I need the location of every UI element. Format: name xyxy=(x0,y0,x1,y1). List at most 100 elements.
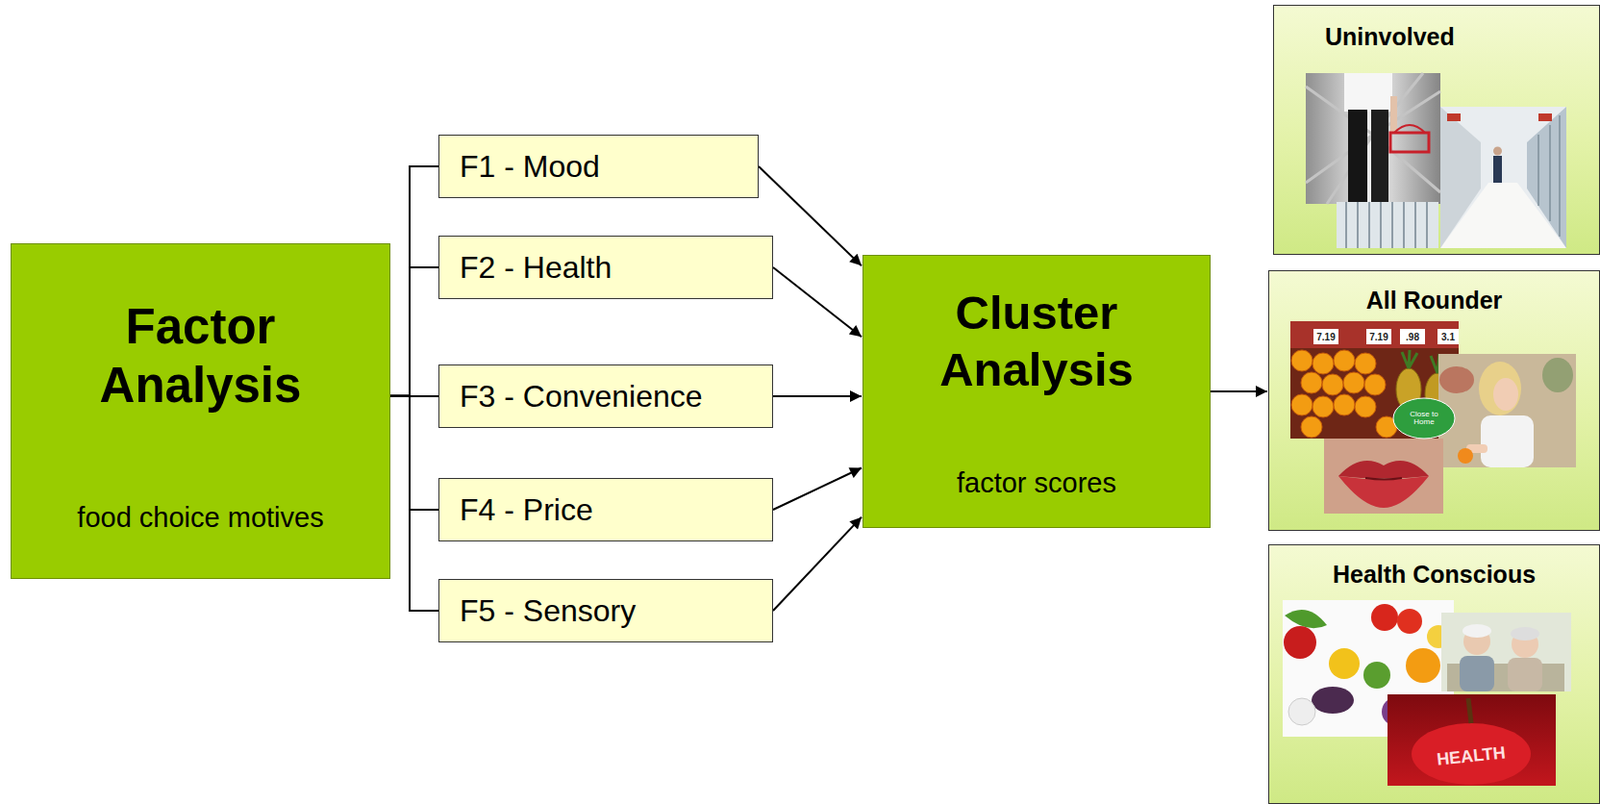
aisle-photo xyxy=(1440,106,1567,249)
garlic xyxy=(1288,698,1316,725)
photo-ground xyxy=(1440,106,1567,249)
aisle-sign xyxy=(1447,113,1461,122)
orange xyxy=(1457,448,1474,464)
eggplant xyxy=(1311,686,1354,714)
price-tag-text: 3.1 xyxy=(1441,331,1455,343)
orange xyxy=(1364,374,1386,396)
connector xyxy=(773,267,862,337)
factor-box: F1 - Mood xyxy=(438,134,759,199)
leg xyxy=(1371,109,1389,204)
photo-ground xyxy=(1305,73,1441,204)
connector xyxy=(773,395,862,398)
segment-heading: Uninvolved xyxy=(1325,22,1600,51)
door-frames xyxy=(1538,115,1560,237)
photo-ground xyxy=(1438,353,1576,468)
factor-label: F2 - Health xyxy=(459,249,612,286)
photo-ground xyxy=(1387,694,1556,786)
analysis-title: Cluster Analysis xyxy=(892,284,1181,399)
orange xyxy=(1343,372,1365,394)
basket-handle xyxy=(1394,125,1425,133)
price-tag-text: 7.19 xyxy=(1369,331,1388,343)
orange xyxy=(1322,374,1344,396)
lip-line xyxy=(1365,477,1402,480)
badge xyxy=(1393,398,1455,439)
shirt xyxy=(1344,73,1393,112)
body xyxy=(1459,655,1495,692)
factor-box: F2 - Health xyxy=(438,235,774,300)
market-blur xyxy=(1542,357,1574,393)
lips-photo xyxy=(1324,438,1444,514)
connector xyxy=(1210,390,1268,393)
stem xyxy=(1468,698,1472,724)
connector xyxy=(773,468,862,510)
price-tag-text: .98 xyxy=(1405,331,1420,343)
aisle-sign xyxy=(1538,113,1552,122)
orange xyxy=(1312,352,1334,375)
price-tag xyxy=(1313,328,1339,345)
shopper-photo xyxy=(1305,73,1441,204)
connector xyxy=(390,396,439,510)
top xyxy=(1480,415,1534,468)
photo-ground xyxy=(1324,438,1444,514)
body xyxy=(1507,657,1543,692)
photo-ground xyxy=(1290,321,1459,439)
hair xyxy=(1510,626,1540,641)
segment-heading: All Rounder xyxy=(1269,285,1600,315)
factor-label: F4 - Price xyxy=(459,491,594,528)
arm xyxy=(1390,96,1398,133)
tag-rail xyxy=(1290,321,1459,349)
connector xyxy=(773,517,862,611)
factor-box: F4 - Price xyxy=(438,477,774,542)
orange xyxy=(1312,396,1334,418)
door-frames xyxy=(1346,201,1427,249)
orange xyxy=(1291,350,1313,372)
connector xyxy=(758,166,862,266)
tomato xyxy=(1371,603,1399,631)
orange xyxy=(1354,352,1376,375)
shelves xyxy=(1440,106,1481,249)
factor-label: F3 - Convenience xyxy=(459,377,703,415)
shopper-woman-photo xyxy=(1438,353,1576,468)
factor-box: F3 - Convenience xyxy=(438,364,774,428)
price-tag xyxy=(1400,328,1425,345)
orange xyxy=(1333,394,1355,416)
oranges xyxy=(1291,350,1398,438)
freezer-doors xyxy=(1526,106,1567,249)
connector xyxy=(390,166,439,397)
orange xyxy=(1291,394,1313,416)
segment-heading: Health Conscious xyxy=(1269,559,1600,589)
price-tag xyxy=(1437,328,1459,345)
analysis-title: Factor Analysis xyxy=(56,297,346,415)
analysis-subtitle: food choice motives xyxy=(76,500,324,535)
leaf xyxy=(1284,609,1327,628)
hair xyxy=(1478,361,1522,416)
freezer-photo xyxy=(1336,201,1439,249)
motion-streaks xyxy=(1305,73,1441,204)
shopper xyxy=(1493,155,1502,183)
orange xyxy=(1354,396,1376,418)
orange xyxy=(1333,350,1355,372)
market-blur xyxy=(1439,366,1475,394)
apple-photo xyxy=(1387,694,1556,786)
basket xyxy=(1390,132,1429,152)
analysis-box: Cluster Analysis factor scores xyxy=(862,254,1211,528)
fruit-stand-photo xyxy=(1290,321,1459,439)
lime xyxy=(1363,661,1391,689)
connector xyxy=(390,396,439,611)
shopper-head xyxy=(1493,147,1502,156)
apple xyxy=(1411,723,1531,785)
orange xyxy=(1405,648,1441,683)
tomato xyxy=(1397,608,1423,634)
photo-ground xyxy=(1336,201,1439,249)
factor-label: F5 - Sensory xyxy=(459,592,636,629)
badge-text: Close to Home xyxy=(1402,410,1446,427)
hair xyxy=(1462,624,1492,638)
pepper xyxy=(1283,625,1317,659)
lower-lip xyxy=(1338,475,1429,508)
orange xyxy=(1300,416,1323,438)
photo-ground xyxy=(1441,612,1572,692)
face xyxy=(1493,377,1519,411)
analysis-subtitle: factor scores xyxy=(956,466,1117,500)
factor-box: F5 - Sensory xyxy=(438,578,774,643)
